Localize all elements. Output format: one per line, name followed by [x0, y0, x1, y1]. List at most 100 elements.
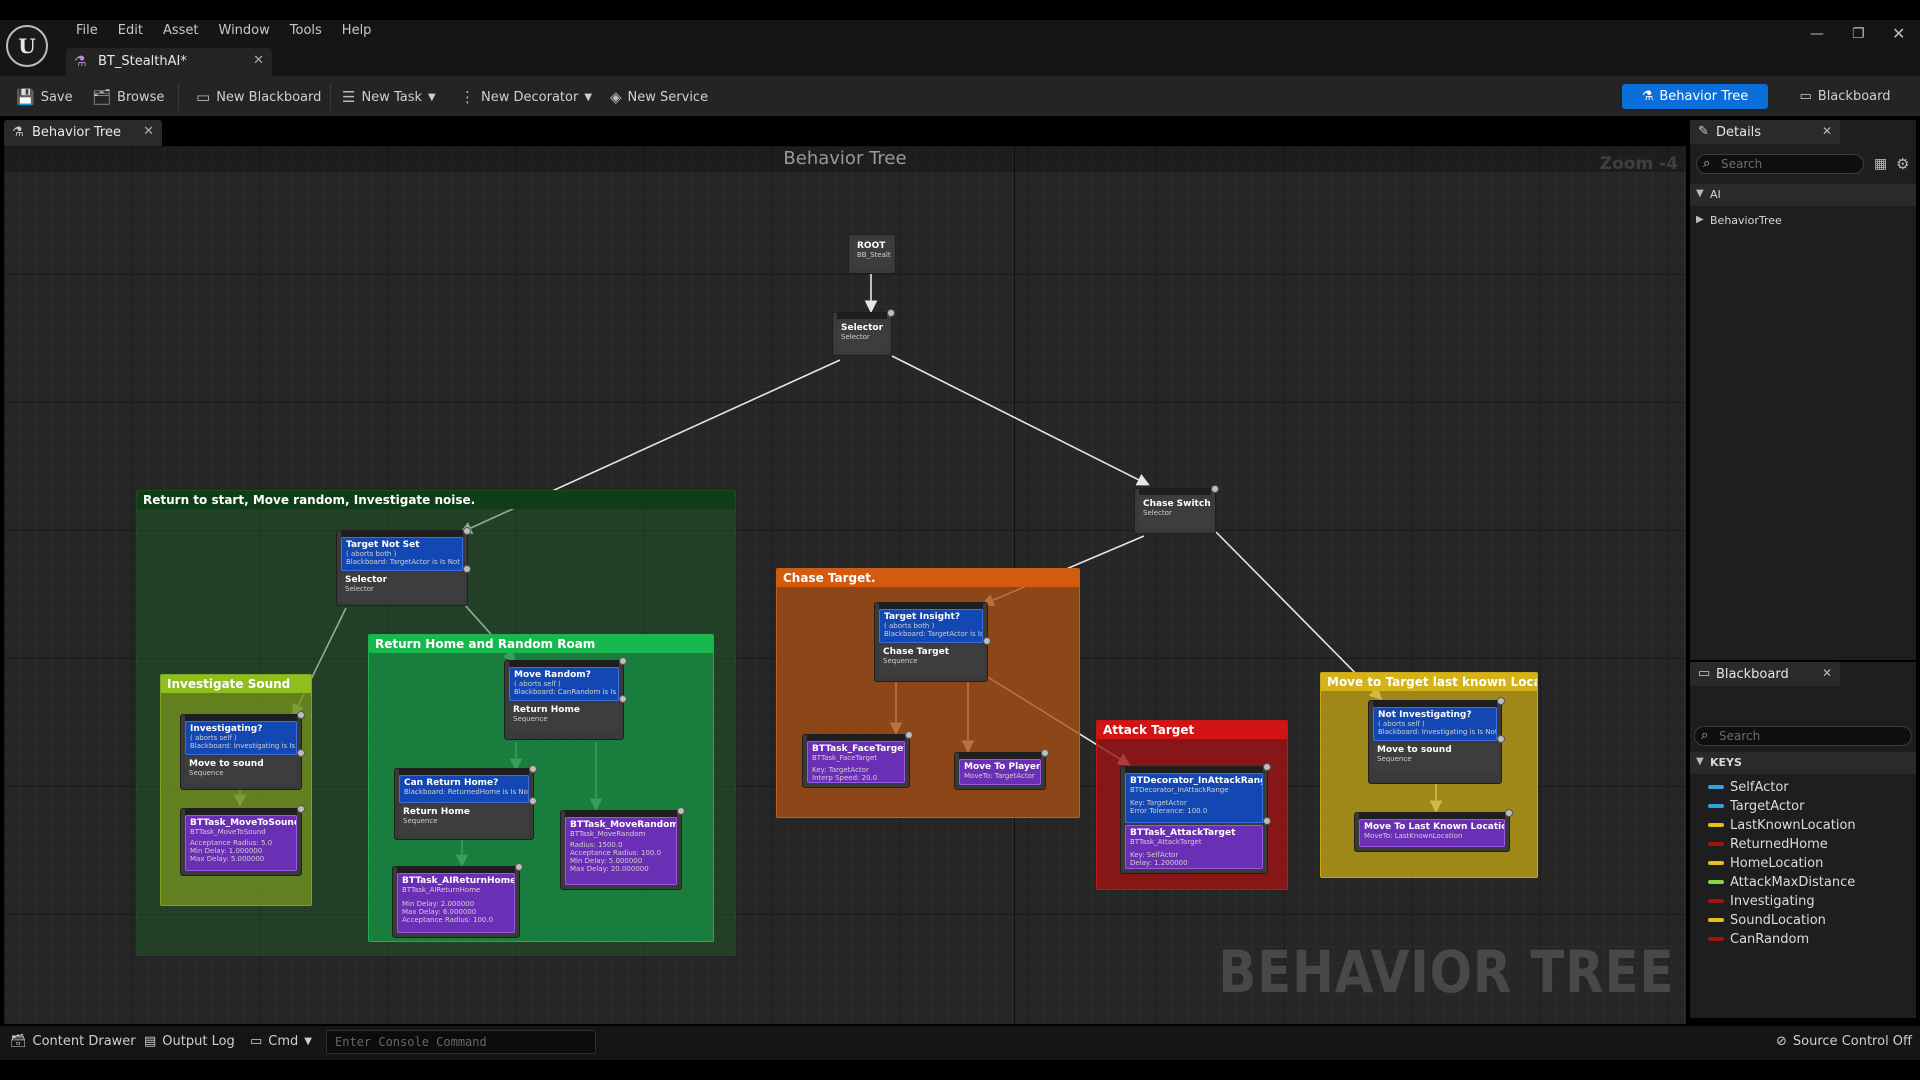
blackboard-key[interactable]: CanRandom: [1708, 930, 1809, 948]
node-pin[interactable]: [529, 797, 537, 805]
blackboard-key[interactable]: Investigating: [1708, 892, 1815, 910]
table-view-icon[interactable]: ▦: [1874, 156, 1887, 172]
keys-header[interactable]: ▼ KEYS: [1690, 752, 1916, 774]
blackboard-tab[interactable]: ▭ Blackboard ✕: [1690, 662, 1840, 686]
blackboard-key[interactable]: LastKnownLocation: [1708, 816, 1856, 834]
blackboard-key[interactable]: ReturnedHome: [1708, 835, 1828, 853]
graph-canvas[interactable]: Behavior Tree Zoom -4 Return: [4, 146, 1686, 1024]
ai-return-home-task-node[interactable]: BTTask_AIReturnHome BTTask_AIReturnHome …: [392, 866, 520, 938]
browse-button[interactable]: 🗂Browse: [92, 86, 164, 108]
close-blackboard-tab-icon[interactable]: ✕: [1822, 666, 1832, 680]
node-pin[interactable]: [463, 527, 471, 535]
node-pin[interactable]: [1211, 485, 1219, 493]
node-pin[interactable]: [1041, 749, 1049, 757]
node-pin[interactable]: [1497, 735, 1505, 743]
node-pin[interactable]: [619, 657, 627, 665]
blackboard-key[interactable]: HomeLocation: [1708, 854, 1823, 872]
menu-tools[interactable]: Tools: [280, 20, 332, 42]
node-pin[interactable]: [1263, 817, 1271, 825]
move-to-player-task: Move To Player MoveTo: TargetActor: [959, 759, 1041, 785]
target-insight-decorator[interactable]: Target Insight? ( aborts both ) Blackboa…: [879, 609, 983, 643]
details-tab[interactable]: ✎ Details ✕: [1690, 120, 1840, 144]
root-node[interactable]: ROOT BB_Stealth: [848, 234, 896, 274]
face-target-task-node[interactable]: BTTask_FaceTarget BTTask_FaceTarget Key:…: [802, 734, 910, 788]
key-type-swatch: [1708, 880, 1724, 884]
unreal-logo-icon[interactable]: U: [6, 25, 48, 67]
details-category-behaviortree[interactable]: ▶ BehaviorTree: [1690, 210, 1916, 232]
menu-edit[interactable]: Edit: [108, 20, 153, 42]
target-insight-node[interactable]: Target Insight? ( aborts both ) Blackboa…: [874, 602, 988, 682]
restore-icon[interactable]: ❐: [1852, 26, 1865, 42]
source-control-button[interactable]: ⊘Source Control Off: [1776, 1034, 1912, 1049]
blackboard-mode-button[interactable]: ▭Blackboard: [1790, 84, 1900, 109]
blackboard-key[interactable]: SelfActor: [1708, 778, 1789, 796]
node-pin[interactable]: [463, 565, 471, 573]
blackboard-key[interactable]: TargetActor: [1708, 797, 1804, 815]
move-random-task-node[interactable]: BTTask_MoveRandom BTTask_MoveRandom Radi…: [560, 810, 682, 890]
cmd-dropdown[interactable]: ▭Cmd▼: [250, 1034, 312, 1049]
node-pin[interactable]: [1263, 763, 1271, 771]
investigating-decorator[interactable]: Investigating? ( aborts self ) Blackboar…: [185, 721, 297, 755]
minimize-icon[interactable]: —: [1810, 26, 1824, 42]
target-not-set-node[interactable]: Target Not Set ( aborts both ) Blackboar…: [336, 530, 468, 606]
node-pin[interactable]: [1505, 809, 1513, 817]
attack-node[interactable]: BTDecorator_InAttackRange BTDecorator_In…: [1120, 766, 1268, 874]
source-control-off-icon: ⊘: [1776, 1034, 1787, 1049]
can-return-home-decorator[interactable]: Can Return Home? Blackboard: ReturnedHom…: [399, 775, 529, 803]
investigating-node[interactable]: Investigating? ( aborts self ) Blackboar…: [180, 714, 302, 790]
blackboard-key[interactable]: AttackMaxDistance: [1708, 873, 1855, 891]
decorator-title: Move Random?: [510, 668, 618, 680]
behavior-tree-mode-button[interactable]: ⚗Behavior Tree: [1622, 84, 1768, 109]
menu-file[interactable]: File: [66, 20, 108, 42]
document-tab[interactable]: ⚗ BT_StealthAI* ✕: [66, 48, 272, 76]
node-pin[interactable]: [1497, 697, 1505, 705]
node-pin[interactable]: [515, 863, 523, 871]
content-drawer-button[interactable]: 🗃Content Drawer: [10, 1034, 136, 1049]
node-pin[interactable]: [529, 765, 537, 773]
node-pin[interactable]: [887, 309, 895, 317]
content-drawer-icon: 🗃: [10, 1034, 27, 1049]
new-task-button[interactable]: ☰New Task▼: [342, 86, 436, 108]
node-pin[interactable]: [297, 749, 305, 757]
move-to-last-known-node[interactable]: Move To Last Known Location MoveTo: Last…: [1354, 812, 1510, 852]
target-not-set-decorator[interactable]: Target Not Set ( aborts both ) Blackboar…: [341, 537, 463, 571]
node-pin[interactable]: [983, 637, 991, 645]
details-category-ai[interactable]: ▼ AI: [1690, 184, 1916, 206]
new-blackboard-button[interactable]: ▭New Blackboard: [196, 86, 321, 108]
move-to-sound-task-node[interactable]: BTTask_MoveToSound BTTask_MoveToSound Ac…: [180, 808, 302, 876]
move-random-node[interactable]: Move Random? ( aborts self ) Blackboard:…: [504, 660, 624, 740]
blackboard-search-input[interactable]: [1719, 729, 1859, 743]
decorator-title: Investigating?: [186, 722, 296, 734]
close-graph-tab-icon[interactable]: ✕: [143, 124, 154, 139]
pencil-icon: ✎: [1698, 124, 1709, 139]
blackboard-key-name: SelfActor: [1730, 780, 1789, 795]
node-pin[interactable]: [619, 695, 627, 703]
blackboard-key[interactable]: SoundLocation: [1708, 911, 1826, 929]
chase-switch-node[interactable]: Chase Switch Selector: [1134, 488, 1216, 534]
node-pin[interactable]: [905, 731, 913, 739]
close-details-tab-icon[interactable]: ✕: [1822, 124, 1832, 138]
close-document-tab-icon[interactable]: ✕: [253, 53, 264, 68]
new-service-button[interactable]: ◈New Service: [610, 86, 708, 108]
details-search-input[interactable]: [1721, 157, 1861, 171]
move-random-decorator[interactable]: Move Random? ( aborts self ) Blackboard:…: [509, 667, 619, 701]
can-return-home-node[interactable]: Can Return Home? Blackboard: ReturnedHom…: [394, 768, 534, 840]
new-decorator-button[interactable]: ⋮New Decorator▼: [460, 86, 592, 108]
gear-icon[interactable]: ⚙: [1896, 155, 1909, 173]
move-to-player-node[interactable]: Move To Player MoveTo: TargetActor: [954, 752, 1046, 790]
node-pin[interactable]: [297, 805, 305, 813]
menu-asset[interactable]: Asset: [153, 20, 209, 42]
not-investigating-node[interactable]: Not Investigating? ( aborts self ) Black…: [1368, 700, 1502, 784]
menu-help[interactable]: Help: [332, 20, 382, 42]
node-pin[interactable]: [677, 807, 685, 815]
menu-window[interactable]: Window: [209, 20, 280, 42]
close-window-icon[interactable]: ✕: [1892, 24, 1905, 43]
selector-node[interactable]: Selector Selector: [832, 312, 892, 356]
in-attack-range-decorator[interactable]: BTDecorator_InAttackRange BTDecorator_In…: [1125, 773, 1263, 823]
not-investigating-decorator[interactable]: Not Investigating? ( aborts self ) Black…: [1373, 707, 1497, 741]
node-pin[interactable]: [297, 711, 305, 719]
graph-tab[interactable]: ⚗ Behavior Tree ✕: [4, 120, 162, 146]
output-log-button[interactable]: ▤Output Log: [144, 1034, 235, 1049]
console-command-input[interactable]: [326, 1030, 596, 1054]
save-button[interactable]: 💾Save: [16, 86, 73, 108]
